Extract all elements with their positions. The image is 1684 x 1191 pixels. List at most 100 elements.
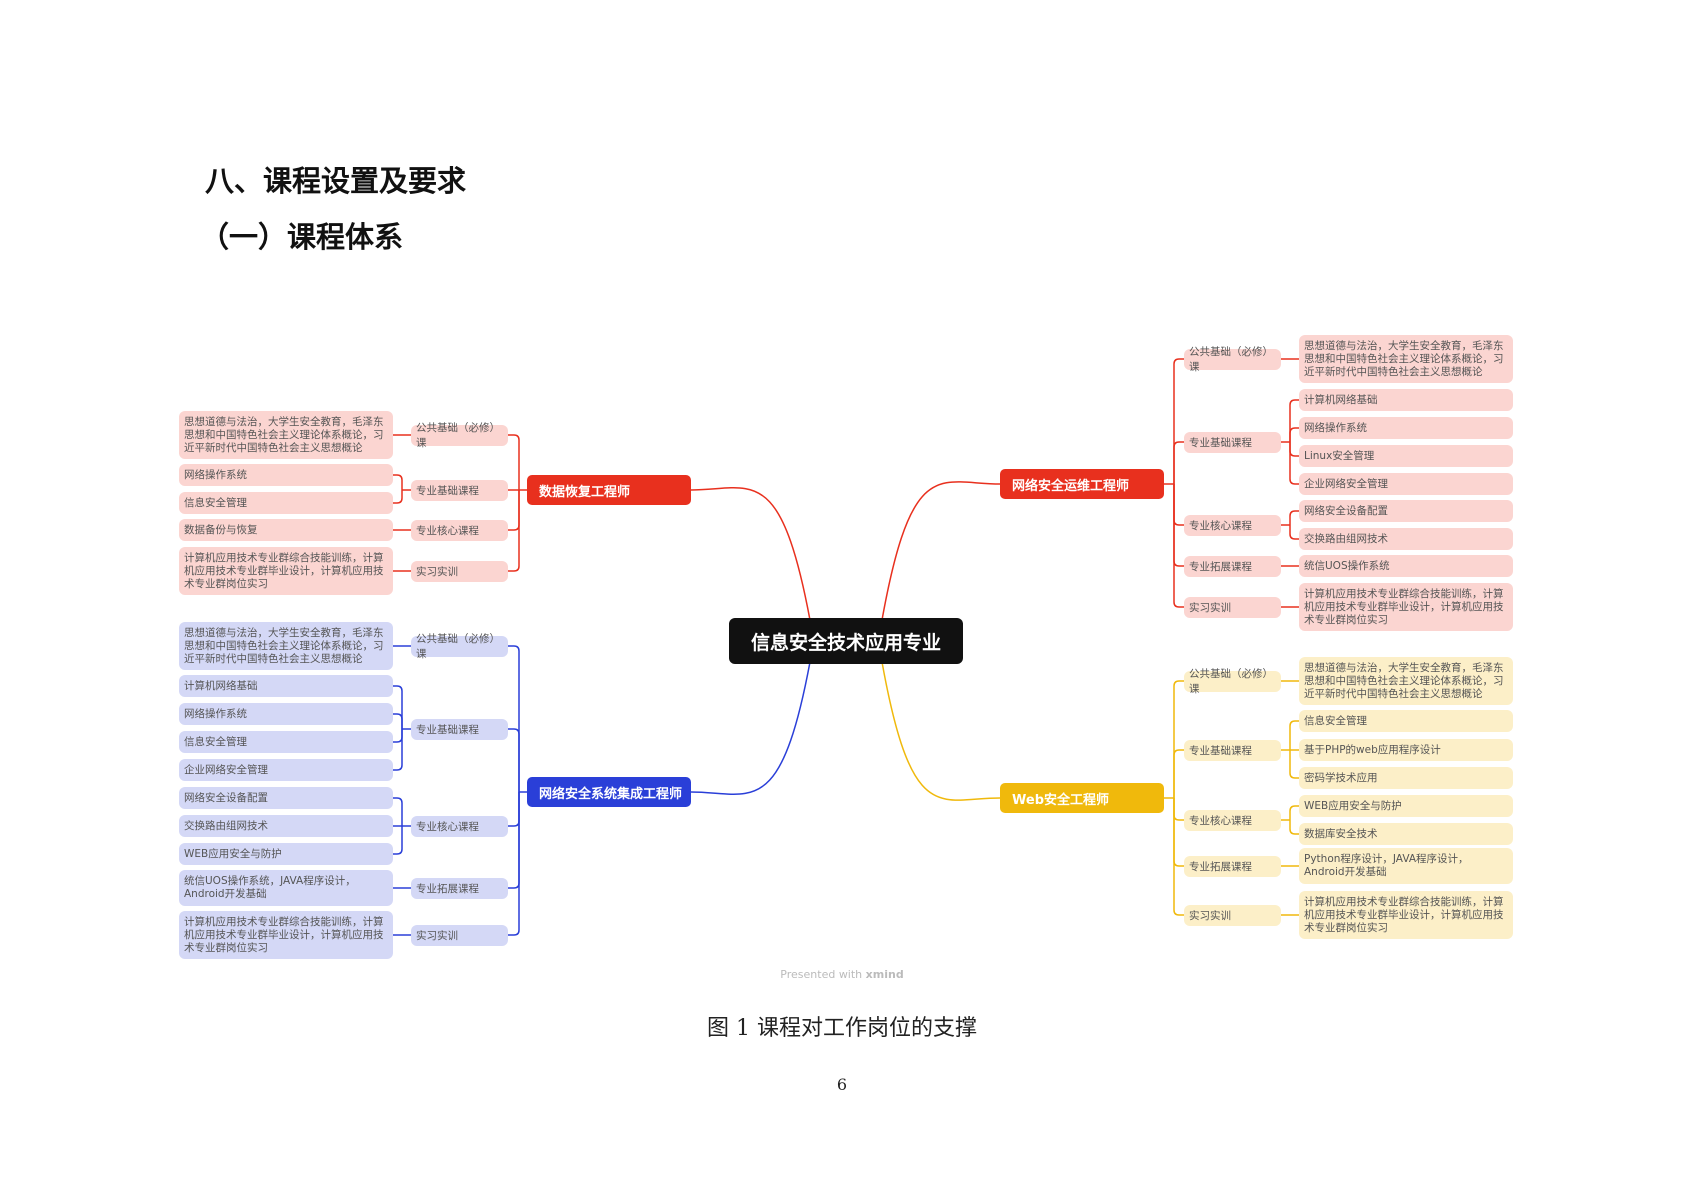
- category-connector: [1289, 750, 1299, 779]
- category-connector: [393, 826, 403, 855]
- category-connector: [1289, 510, 1299, 525]
- course-category-node[interactable]: 专业拓展课程: [411, 877, 508, 899]
- course-item-node[interactable]: 网络操作系统: [179, 464, 393, 486]
- course-item-node[interactable]: 信息安全管理: [179, 492, 393, 514]
- course-category-node[interactable]: 公共基础（必修）课: [1184, 668, 1281, 695]
- watermark-prefix: Presented with: [780, 968, 866, 981]
- course-category-node[interactable]: 专业基础课程: [1184, 431, 1281, 453]
- course-item-node[interactable]: 数据库安全技术: [1299, 823, 1513, 845]
- branch-connector: [1173, 749, 1184, 798]
- mindmap-root-node[interactable]: 信息安全技术应用专业: [729, 618, 963, 664]
- course-category-node[interactable]: 专业基础课程: [1184, 739, 1281, 761]
- branch-connector: [508, 645, 520, 792]
- course-category-node[interactable]: 公共基础（必修）课: [411, 633, 508, 660]
- branch-connector: [508, 792, 520, 889]
- category-connector: [1289, 442, 1299, 457]
- course-item-node[interactable]: 计算机应用技术专业群综合技能训练，计算机应用技术专业群毕业设计，计算机应用技术专…: [179, 547, 393, 595]
- branch-connector: [508, 434, 520, 490]
- course-category-node[interactable]: 实习实训: [1184, 596, 1281, 618]
- job-role-node[interactable]: 数据恢复工程师: [527, 475, 691, 505]
- category-connector: [1289, 820, 1299, 835]
- course-category-node[interactable]: 专业核心课程: [1184, 809, 1281, 831]
- course-category-node[interactable]: 专业拓展课程: [1184, 555, 1281, 577]
- course-category-node[interactable]: 专业基础课程: [411, 718, 508, 740]
- course-item-node[interactable]: 网络操作系统: [179, 703, 393, 725]
- branch-connector: [1173, 798, 1184, 867]
- branch-connector: [1173, 484, 1184, 608]
- branch-connector: [1173, 798, 1184, 821]
- course-item-node[interactable]: 思想道德与法治，大学生安全教育，毛泽东思想和中国特色社会主义理论体系概论，习近平…: [179, 411, 393, 459]
- branch-connector: [1173, 484, 1184, 526]
- course-item-node[interactable]: 网络安全设备配置: [1299, 500, 1513, 522]
- course-item-node[interactable]: 网络操作系统: [1299, 417, 1513, 439]
- course-item-node[interactable]: 计算机网络基础: [1299, 389, 1513, 411]
- course-item-node[interactable]: 数据备份与恢复: [179, 519, 393, 541]
- course-item-node[interactable]: 思想道德与法治，大学生安全教育，毛泽东思想和中国特色社会主义理论体系概论，习近平…: [179, 622, 393, 670]
- course-item-node[interactable]: 统信UOS操作系统，JAVA程序设计，Android开发基础: [179, 870, 393, 906]
- course-category-node[interactable]: 实习实训: [411, 924, 508, 946]
- category-connector: [393, 490, 403, 504]
- category-connector: [393, 729, 403, 743]
- course-item-node[interactable]: WEB应用安全与防护: [179, 843, 393, 865]
- course-category-node[interactable]: 公共基础（必修）课: [1184, 346, 1281, 373]
- job-role-node[interactable]: 网络安全系统集成工程师: [527, 777, 691, 807]
- category-connector: [393, 685, 403, 729]
- course-category-node[interactable]: 专业基础课程: [411, 479, 508, 501]
- course-item-node[interactable]: 计算机应用技术专业群综合技能训练，计算机应用技术专业群毕业设计，计算机应用技术专…: [1299, 891, 1513, 939]
- course-item-node[interactable]: 计算机应用技术专业群综合技能训练，计算机应用技术专业群毕业设计，计算机应用技术专…: [1299, 583, 1513, 631]
- course-item-node[interactable]: Linux安全管理: [1299, 445, 1513, 467]
- course-item-node[interactable]: 信息安全管理: [179, 731, 393, 753]
- course-item-node[interactable]: 统信UOS操作系统: [1299, 555, 1513, 577]
- course-category-node[interactable]: 专业核心课程: [1184, 514, 1281, 536]
- job-role-node[interactable]: Web安全工程师: [1000, 783, 1164, 813]
- course-item-node[interactable]: 交换路由组网技术: [179, 815, 393, 837]
- root-connector: [881, 661, 1001, 801]
- course-item-node[interactable]: 企业网络安全管理: [179, 759, 393, 781]
- job-role-node[interactable]: 网络安全运维工程师: [1000, 469, 1164, 499]
- course-item-node[interactable]: 信息安全管理: [1299, 710, 1513, 732]
- root-connector: [690, 487, 811, 621]
- branch-connector: [1173, 680, 1184, 798]
- course-category-node[interactable]: 专业核心课程: [411, 815, 508, 837]
- branch-connector: [508, 792, 520, 827]
- watermark-brand: xmind: [865, 968, 904, 981]
- category-connector: [1289, 720, 1299, 750]
- branch-connector: [1173, 441, 1184, 484]
- xmind-watermark: Presented with xmind: [0, 968, 1684, 981]
- branch-connector: [508, 490, 520, 531]
- branch-connector: [508, 792, 520, 936]
- root-connector: [690, 661, 811, 795]
- root-connector: [881, 481, 1001, 621]
- course-item-node[interactable]: 企业网络安全管理: [1299, 473, 1513, 495]
- category-connector: [393, 713, 403, 729]
- course-category-node[interactable]: 公共基础（必修）课: [411, 422, 508, 449]
- course-category-node[interactable]: 实习实训: [411, 560, 508, 582]
- course-item-node[interactable]: 交换路由组网技术: [1299, 528, 1513, 550]
- course-item-node[interactable]: 计算机应用技术专业群综合技能训练，计算机应用技术专业群毕业设计，计算机应用技术专…: [179, 911, 393, 959]
- branch-connector: [508, 490, 520, 572]
- course-item-node[interactable]: 基于PHP的web应用程序设计: [1299, 739, 1513, 761]
- course-item-node[interactable]: 思想道德与法治，大学生安全教育，毛泽东思想和中国特色社会主义理论体系概论，习近平…: [1299, 657, 1513, 705]
- subsection-heading: （一）课程体系: [200, 220, 404, 254]
- course-item-node[interactable]: 网络安全设备配置: [179, 787, 393, 809]
- category-connector: [393, 474, 403, 490]
- category-connector: [1289, 805, 1299, 820]
- course-item-node[interactable]: 计算机网络基础: [179, 675, 393, 697]
- category-connector: [1289, 525, 1299, 540]
- figure-caption: 图 1 课程对工作岗位的支撑: [707, 1016, 977, 1041]
- branch-connector: [1173, 798, 1184, 916]
- course-item-node[interactable]: 密码学技术应用: [1299, 767, 1513, 789]
- page-number: 6: [836, 1075, 848, 1094]
- category-connector: [393, 729, 403, 771]
- course-item-node[interactable]: WEB应用安全与防护: [1299, 795, 1513, 817]
- branch-connector: [1173, 358, 1184, 484]
- category-connector: [1289, 427, 1299, 442]
- course-category-node[interactable]: 专业核心课程: [411, 519, 508, 541]
- section-heading: 八、课程设置及要求: [205, 164, 467, 198]
- course-category-node[interactable]: 实习实训: [1184, 904, 1281, 926]
- course-category-node[interactable]: 专业拓展课程: [1184, 855, 1281, 877]
- course-item-node[interactable]: Python程序设计，JAVA程序设计，Android开发基础: [1299, 848, 1513, 884]
- course-item-node[interactable]: 思想道德与法治，大学生安全教育，毛泽东思想和中国特色社会主义理论体系概论，习近平…: [1299, 335, 1513, 383]
- category-connector: [393, 797, 403, 826]
